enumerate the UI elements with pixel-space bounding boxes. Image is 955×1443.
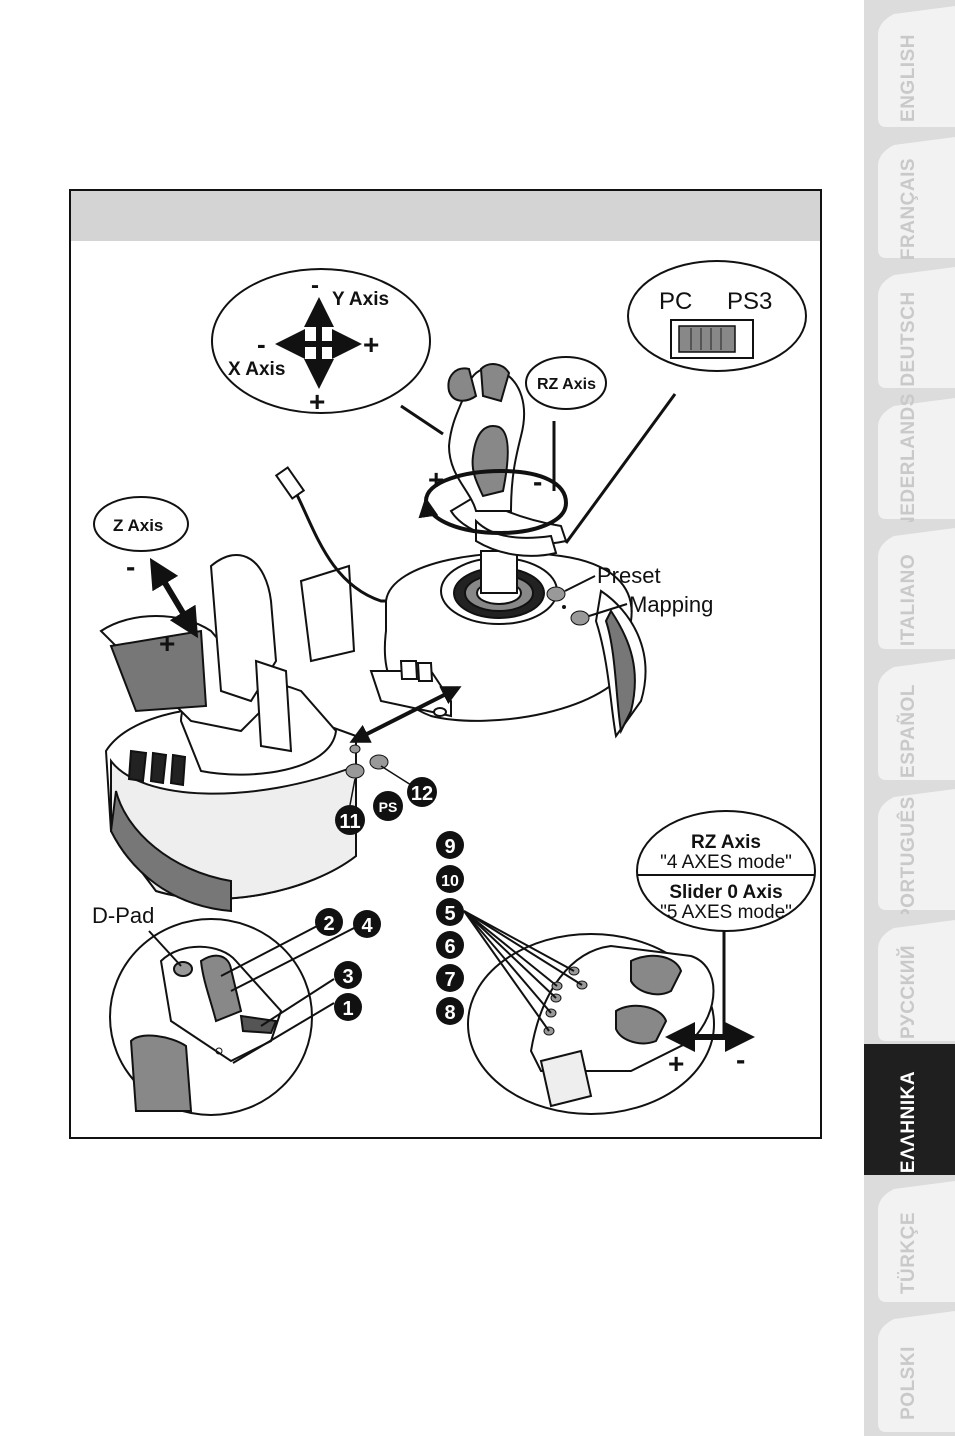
x-axis-label: X Axis: [228, 359, 285, 380]
svg-text:8: 8: [444, 1002, 455, 1024]
mode-switch-icon: [670, 319, 754, 359]
z-plus-sign: +: [159, 628, 175, 659]
tab-shape: [864, 783, 955, 914]
svg-text:10: 10: [441, 873, 459, 890]
language-tab-nederlands[interactable]: NEDERLANDS: [864, 392, 955, 530]
svg-text:4: 4: [361, 915, 373, 937]
tab-shape: [864, 653, 955, 784]
rz-minus-sign: -: [533, 466, 542, 497]
y-axis-label: Y Axis: [332, 289, 389, 310]
tab-shape: [864, 0, 955, 131]
language-tab-label: PORTUGUÊS: [898, 796, 919, 921]
language-tab-english[interactable]: ENGLISH: [864, 0, 955, 131]
rz-callout-title: RZ Axis: [691, 832, 761, 853]
z-axis-arrow: [149, 557, 199, 639]
tab-shape: [864, 914, 955, 1045]
language-tab-português[interactable]: PORTUGUÊS: [864, 783, 955, 921]
svg-text:2: 2: [323, 913, 334, 935]
diagram-header-bar: [71, 191, 820, 241]
d-pad-label: D-Pad: [92, 903, 154, 928]
button-3: 3: [334, 961, 362, 989]
language-tab-label: POLSKI: [898, 1346, 919, 1420]
language-tab-label: ΕΛΛΗΝΙΚΑ: [898, 1070, 919, 1174]
tab-shape: [864, 522, 955, 653]
slider-callout-title: Slider 0 Axis: [669, 882, 782, 903]
button-4: 4: [353, 910, 381, 938]
svg-text:5: 5: [444, 903, 455, 925]
language-tab-label: FRANÇAIS: [898, 157, 919, 261]
switch-pc-label: PC: [659, 288, 692, 315]
button-6: 6: [436, 931, 464, 959]
rz-callout-mode: "4 AXES mode": [660, 852, 792, 873]
language-tab-türkçe[interactable]: TÜRKÇE: [864, 1175, 955, 1306]
tab-shape: [864, 131, 955, 262]
language-tab-label: ENGLISH: [898, 34, 919, 122]
button-2: 2: [315, 908, 343, 936]
slider-plus-sign: +: [668, 1048, 684, 1079]
z-minus-sign: -: [126, 551, 135, 582]
preset-label: Preset: [597, 563, 661, 588]
y-plus-sign: +: [309, 386, 325, 417]
x-minus-sign: -: [257, 329, 266, 359]
svg-text:9: 9: [444, 836, 455, 858]
tab-shape: [864, 392, 955, 523]
joystick-base: [369, 550, 647, 739]
language-tab-русский[interactable]: РУССКИЙ: [864, 914, 955, 1045]
button-12: 12: [407, 777, 437, 807]
tab-shape: [864, 1044, 955, 1175]
svg-text:6: 6: [444, 936, 455, 958]
rz-axis-callout: [525, 356, 607, 410]
button-5: 5: [436, 898, 464, 926]
rz-plus-sign: +: [428, 464, 444, 495]
language-tabs: ENGLISH FRANÇAIS DEUTSCH NEDERLANDS ITALIANO…: [864, 0, 955, 1436]
language-tab-italiano[interactable]: ITALIANO: [864, 522, 955, 653]
mapping-label: Mapping: [629, 592, 713, 617]
button-10: 10: [436, 865, 464, 893]
language-tab-polski[interactable]: POLSKI: [864, 1305, 955, 1436]
rz-slider-callout: [636, 810, 816, 932]
svg-text:PS: PS: [379, 799, 398, 815]
svg-text:11: 11: [339, 811, 360, 833]
language-tab-français[interactable]: FRANÇAIS: [864, 131, 955, 262]
language-tab-español[interactable]: ESPAÑOL: [864, 653, 955, 784]
tab-shape: [864, 261, 955, 392]
language-tab-label: TÜRKÇE: [898, 1211, 919, 1295]
language-tab-deutsch[interactable]: DEUTSCH: [864, 261, 955, 392]
tab-shape: [864, 1305, 955, 1436]
language-tab-label: ESPAÑOL: [898, 684, 919, 778]
diagram-frame: - + - + Y Axis X Axis PC PS3 RZ Axis: [69, 189, 822, 1139]
y-minus-sign: -: [311, 272, 319, 299]
svg-text:3: 3: [342, 966, 353, 988]
rz-axis-label: RZ Axis: [537, 376, 596, 393]
button-1: 1: [334, 993, 362, 1021]
z-axis-label: Z Axis: [113, 516, 163, 535]
language-tab-label: РУССКИЙ: [898, 944, 919, 1040]
joystick-handle: [447, 363, 568, 557]
button-8: 8: [436, 997, 464, 1025]
language-tab-ελληνικα[interactable]: ΕΛΛΗΝΙΚΑ: [864, 1044, 955, 1175]
language-tab-label: ITALIANO: [898, 553, 919, 647]
svg-text:1: 1: [342, 998, 353, 1020]
switch-ps3-label: PS3: [727, 288, 772, 315]
svg-text:12: 12: [411, 783, 433, 805]
x-plus-sign: +: [363, 329, 379, 360]
z-axis-callout: [93, 496, 189, 552]
joystick-diagram: - + - + Y Axis X Axis PC PS3 RZ Axis: [92, 260, 816, 1116]
ps-button: PS: [373, 791, 403, 821]
language-tab-label: DEUTSCH: [898, 291, 919, 387]
button-9: 9: [436, 831, 464, 859]
button-7: 7: [436, 964, 464, 992]
tab-shape: [864, 1175, 955, 1306]
throttle-unit: [99, 554, 357, 913]
button-11: 11: [335, 805, 365, 835]
slider-callout-mode: "5 AXES mode": [660, 902, 792, 923]
language-tab-label: NEDERLANDS: [898, 393, 919, 530]
slider-minus-sign: -: [736, 1044, 745, 1075]
svg-text:7: 7: [444, 969, 455, 991]
